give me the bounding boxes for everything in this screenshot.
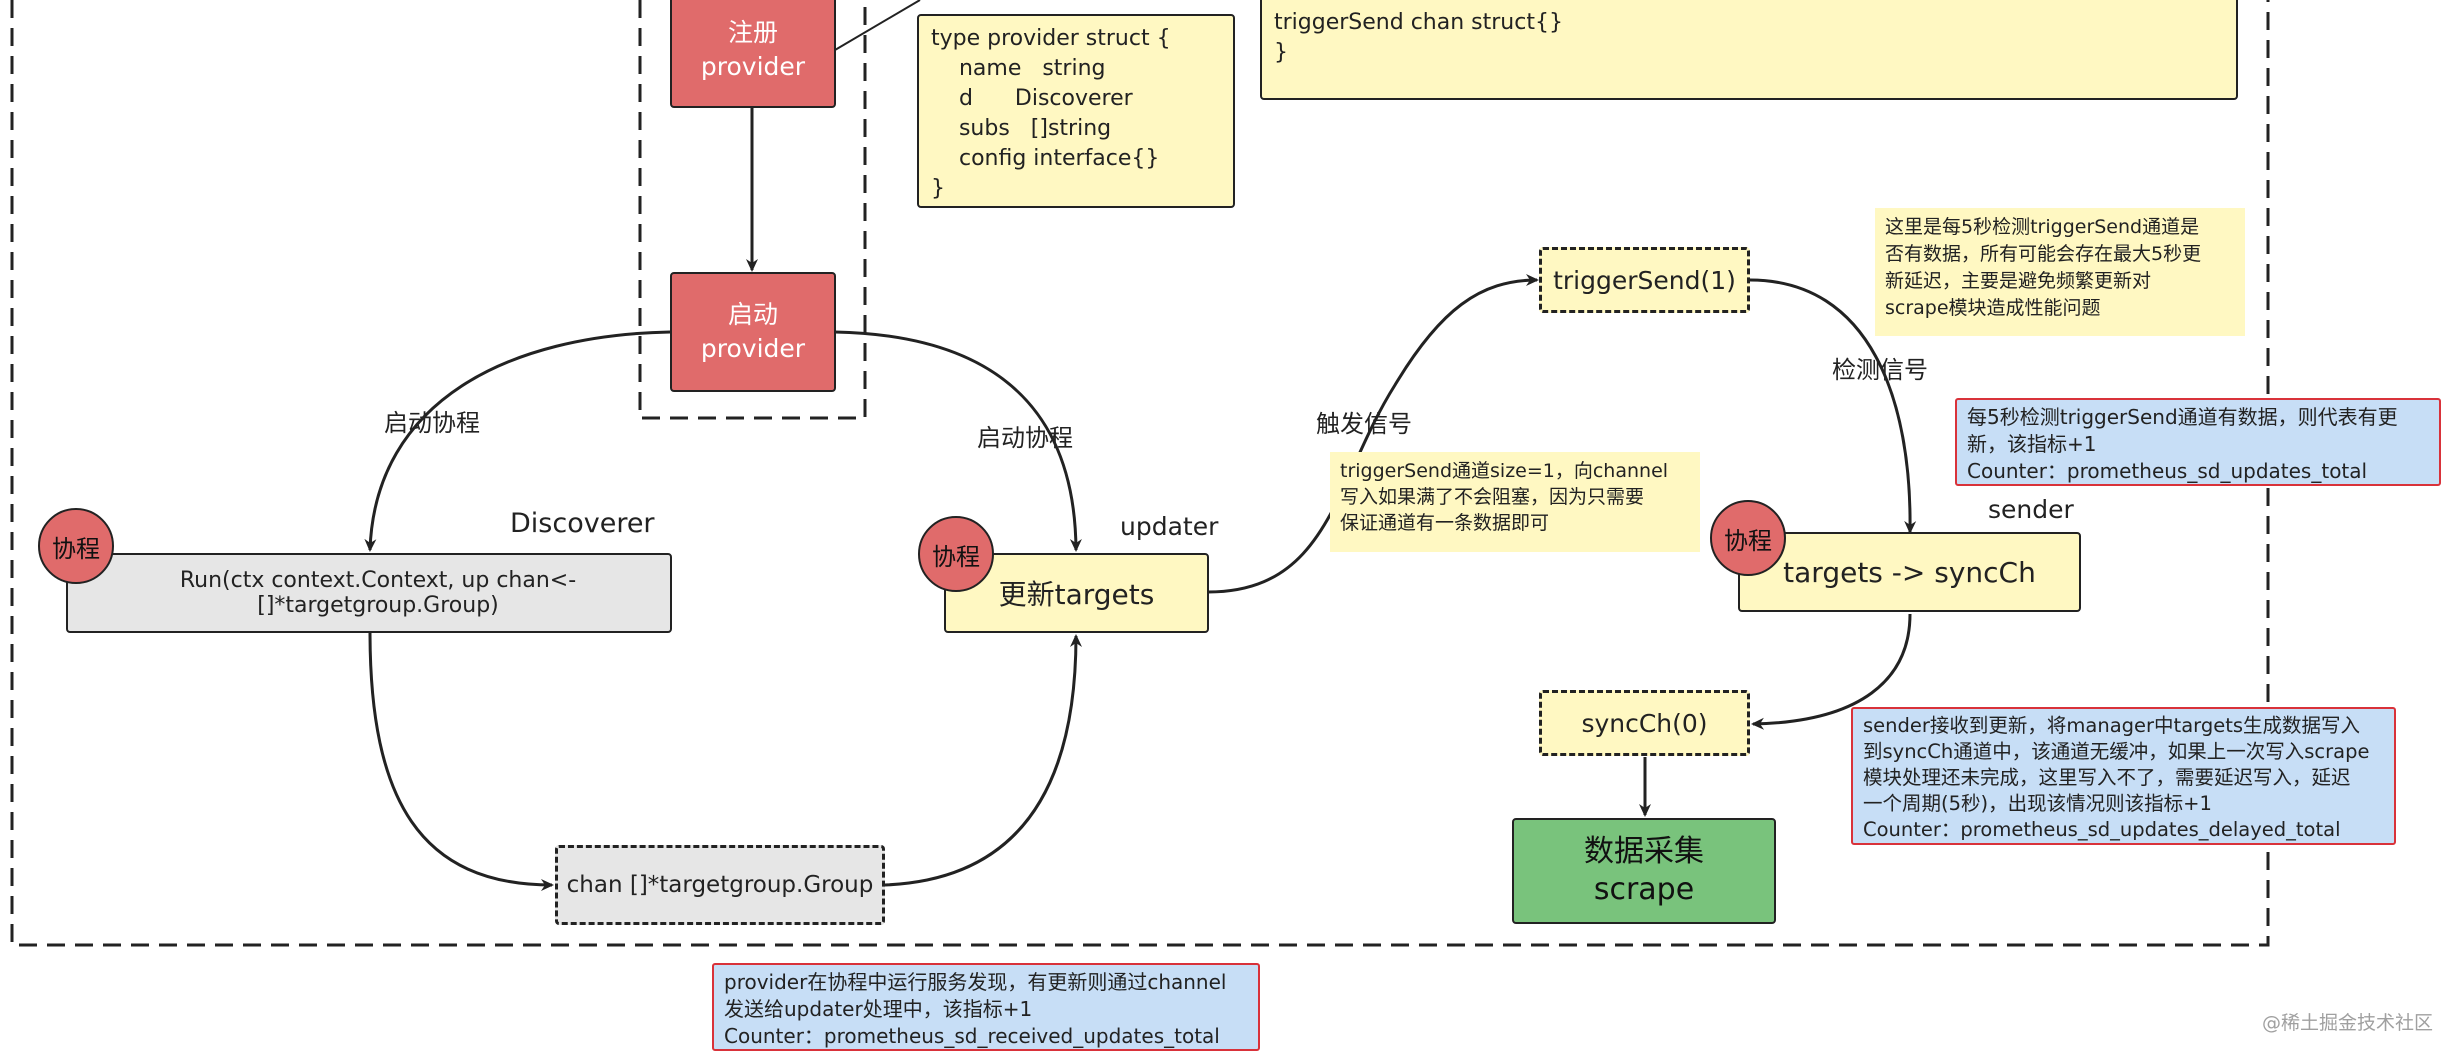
- trigger-send-node: triggerSend(1): [1539, 247, 1750, 313]
- sender-coroutine-badge: 协程: [1710, 500, 1786, 576]
- start-to-updater-arrow: [834, 330, 1082, 552]
- discoverer-coroutine-badge: 协程: [38, 508, 114, 584]
- trigger-send-note: triggerSend通道size=1，向channel 写入如果满了不会阻塞，…: [1330, 452, 1700, 552]
- register-to-struct-line: [834, 0, 921, 51]
- received-updates-metric-note: provider在协程中运行服务发现，有更新则通过channel 发送给upda…: [712, 963, 1260, 1051]
- updates-delayed-metric-note: sender接收到更新，将manager中targets生成数据写入 到sync…: [1851, 707, 2396, 845]
- discoverer-label: Discoverer: [510, 508, 655, 539]
- register-provider-node: 注册 provider: [670, 0, 836, 108]
- updater-to-trigger-arrow: [1207, 274, 1539, 594]
- provider-struct-note: type provider struct { name string d Dis…: [917, 14, 1235, 208]
- provider-group-boundary: [638, 0, 867, 420]
- sender-label: sender: [1988, 495, 2074, 524]
- detect-signal-label: 检测信号: [1832, 356, 1928, 384]
- start-coroutine-right-label: 启动协程: [977, 424, 1073, 452]
- targets-to-syncch-node: targets -> syncCh: [1738, 532, 2081, 612]
- start-coroutine-left-label: 启动协程: [384, 409, 480, 437]
- scrape-node: 数据采集 scrape: [1512, 818, 1776, 924]
- syncch-node: syncCh(0): [1539, 690, 1750, 756]
- five-second-note: 这里是每5秒检测triggerSend通道是 否有数据，所有可能会存在最大5秒更…: [1875, 208, 2245, 336]
- manager-struct-note: triggerSend chan struct{} }: [1260, 0, 2238, 100]
- updater-label: updater: [1120, 512, 1219, 541]
- chan-to-updater-arrow: [884, 634, 1082, 887]
- trigger-signal-label: 触发信号: [1316, 410, 1412, 438]
- chan-targetgroup-node: chan []*targetgroup.Group: [555, 845, 885, 925]
- update-targets-node: 更新targets: [944, 553, 1209, 633]
- start-to-discoverer-arrow: [364, 330, 671, 552]
- watermark: @稀土掘金技术社区: [2262, 1012, 2434, 1034]
- updates-total-metric-note: 每5秒检测triggerSend通道有数据，则代表有更 新，该指标+1 Coun…: [1955, 398, 2441, 486]
- discoverer-to-chan-arrow: [368, 631, 554, 891]
- start-provider-node: 启动 provider: [670, 272, 836, 392]
- sender-to-syncch-arrow: [1751, 613, 1912, 730]
- trigger-to-sender-arrow: [1749, 278, 1917, 534]
- updater-coroutine-badge: 协程: [918, 516, 994, 592]
- discoverer-run-node: Run(ctx context.Context, up chan<- []*ta…: [66, 553, 672, 633]
